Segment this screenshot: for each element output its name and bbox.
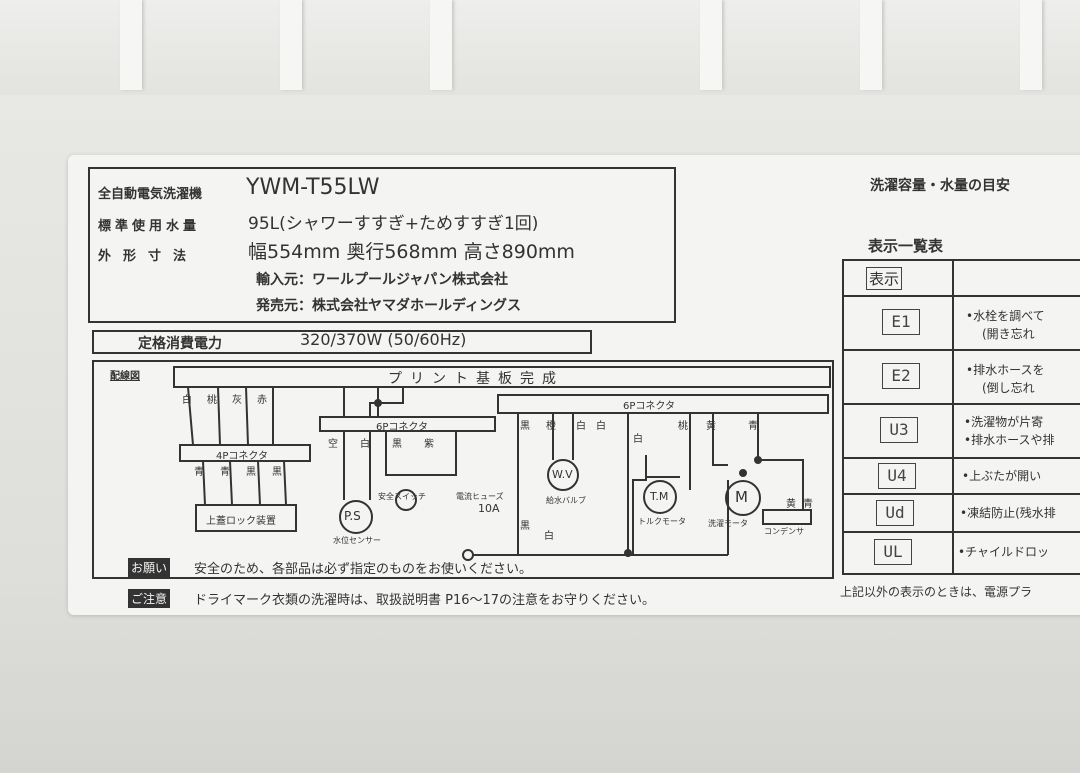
row-text: •洗濯物が片寄 (964, 415, 1044, 429)
request-tag: お願い (128, 558, 171, 577)
motor-symbol: M (735, 488, 748, 506)
code-ul: UL (874, 539, 912, 565)
wire-labels-6a: 空白黒紫 (328, 439, 456, 450)
tm-symbol: T.M (650, 490, 669, 503)
water-label: 標準使用水量 (98, 219, 201, 234)
rack-bar (1020, 0, 1042, 90)
wire-label: 白 (576, 421, 586, 432)
power-box (92, 330, 592, 354)
code-u3: U3 (880, 417, 918, 443)
wire-label: 白 (633, 434, 643, 445)
wire-label: 青 (803, 499, 813, 510)
fuse-value: 10A (478, 502, 500, 515)
lid-lock-label: 上蓋ロック装置 (206, 516, 276, 527)
code-e2: E2 (882, 363, 920, 389)
capacity-heading: 洗濯容量・水量の目安 (870, 178, 1010, 194)
size-value: 幅554mm 奥行568mm 高さ890mm (248, 241, 575, 263)
code-u4: U4 (878, 463, 916, 489)
wire-label: 白 (596, 421, 606, 432)
rack-bar (430, 0, 452, 90)
rack-bar (860, 0, 882, 90)
rack-bar (120, 0, 142, 90)
connector-6p-a: 6Pコネクタ (376, 422, 428, 433)
power-value: 320/370W (50/60Hz) (300, 330, 467, 349)
row-text: •排水ホースを (966, 363, 1045, 377)
wire-label: 白 (544, 531, 554, 542)
wire-label: 桃 (678, 421, 688, 432)
connector-6p-b: 6Pコネクタ (623, 401, 675, 412)
product-label: 全自動電気洗濯機 (98, 187, 203, 202)
wire-label: 青 (748, 421, 758, 432)
wiring-diagram (92, 360, 834, 579)
seller: 発売元：株式会社ヤマダホールディングス (256, 298, 522, 314)
row-text: (倒し忘れ (982, 381, 1035, 395)
wiring-title: 配線図 (110, 371, 140, 382)
display-footer: 上記以外の表示のときは、電源プラ (840, 585, 1033, 599)
col-header: 表示 (866, 267, 903, 290)
ps-symbol: P.S (344, 509, 361, 523)
display-table-title: 表示一覧表 (868, 237, 944, 255)
ps-label: 水位センサー (333, 536, 381, 545)
row-text: •排水ホースや排 (964, 433, 1055, 447)
wire-label: 黒 (520, 521, 530, 532)
wire-label: 黄 (786, 499, 796, 510)
caution-tag: ご注意 (128, 589, 171, 608)
tm-label: トルクモータ (638, 517, 686, 526)
wv-symbol: W.V (552, 468, 573, 481)
row-text: •凍結防止(残水排 (960, 506, 1056, 520)
washer-rack (0, 0, 1080, 100)
row-text: •チャイルドロッ (958, 545, 1049, 559)
spec-box (88, 167, 676, 323)
size-label: 外形寸法 (98, 249, 199, 264)
wiring-lines (173, 366, 831, 561)
motor-label: 洗濯モータ (708, 519, 748, 528)
water-value: 95L(シャワーすすぎ+ためすすぎ1回) (248, 214, 539, 234)
rack-bar (280, 0, 302, 90)
code-ud: Ud (876, 500, 914, 526)
row-text: •水栓を調べて (966, 309, 1045, 323)
caution-text: ドライマーク衣類の洗濯時は、取扱説明書 P16～17の注意をお守りください。 (194, 593, 656, 608)
connector-4p: 4Pコネクタ (216, 451, 268, 462)
spec-label: 全自動電気洗濯機 YWM-T55LW 標準使用水量 95L(シャワーすすぎ+ため… (68, 155, 1080, 615)
fuse-label: 電流ヒューズ (456, 492, 504, 501)
safety-switch-label: 安全スイッチ (378, 492, 426, 501)
power-label: 定格消費電力 (138, 336, 222, 352)
code-e1: E1 (882, 309, 920, 335)
pcb-label: プリント基板完成 (388, 371, 564, 387)
rack-bar (700, 0, 722, 90)
importer: 輸入元：ワールプールジャパン株式会社 (256, 272, 508, 288)
model: YWM-T55LW (246, 175, 380, 200)
wire-labels-top4: 白桃灰赤 (182, 395, 282, 406)
capacitor-label: コンデンサ (764, 527, 804, 536)
row-text: •上ぶたが開い (962, 469, 1042, 483)
wire-label: 黄 (706, 421, 716, 432)
display-table: 表示 E1 •水栓を調べて (開き忘れ E2 •排水ホースを (倒し忘れ U3 … (842, 259, 1080, 575)
wire-labels-bot4: 青青黒黒 (194, 467, 298, 478)
request-text: 安全のため、各部品は必ず指定のものをお使いください。 (194, 562, 533, 577)
row-text: (開き忘れ (982, 327, 1035, 341)
wire-label: 黒 (520, 421, 530, 432)
wire-label: 橙 (546, 421, 556, 432)
wv-label: 給水バルブ (546, 496, 586, 505)
